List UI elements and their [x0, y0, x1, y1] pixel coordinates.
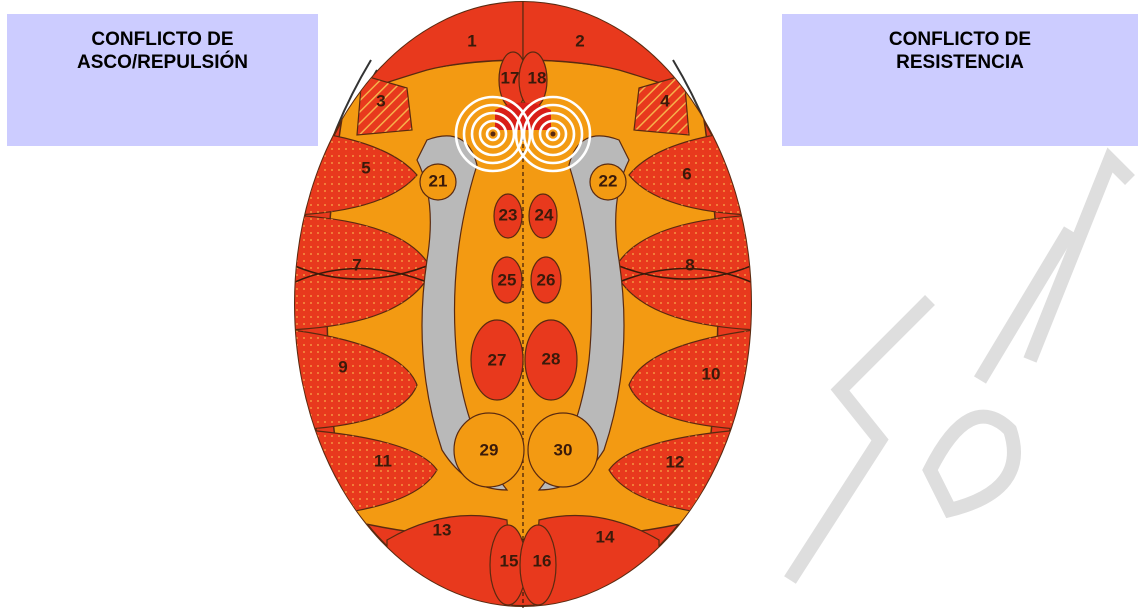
right-conflict-line1: CONFLICTO DE: [782, 28, 1138, 51]
zone-label-30: 30: [554, 440, 573, 459]
right-conflict-line2: RESISTENCIA: [782, 51, 1138, 74]
zone-label-21: 21: [429, 171, 448, 190]
zone-label-3: 3: [376, 91, 385, 110]
zone-label-29: 29: [480, 440, 499, 459]
watermark: [780, 140, 1139, 608]
right-conflict-label-box: CONFLICTO DE RESISTENCIA: [782, 14, 1138, 146]
zone-label-22: 22: [599, 171, 618, 190]
zone-label-5: 5: [361, 158, 370, 177]
zone-label-7: 7: [352, 255, 361, 274]
zone-label-26: 26: [537, 270, 556, 289]
zone-label-24: 24: [535, 205, 554, 224]
zone-label-13: 13: [433, 520, 452, 539]
zone-label-10: 10: [702, 364, 721, 383]
zone-label-9: 9: [338, 357, 347, 376]
brain-zones-diagram: 1 2 3 4 5 6 7 8 9 10 11 12 13 14 15 16 1…: [267, 0, 777, 608]
zone-label-27: 27: [488, 350, 507, 369]
zone-label-2: 2: [575, 31, 584, 50]
zone-label-12: 12: [666, 452, 685, 471]
zone-label-11: 11: [374, 451, 392, 470]
zone-label-16: 16: [533, 551, 552, 570]
zone-label-28: 28: [542, 349, 561, 368]
zone-label-23: 23: [499, 205, 518, 224]
zone-label-15: 15: [500, 551, 519, 570]
zone-label-8: 8: [685, 255, 694, 274]
zone-label-1: 1: [467, 31, 476, 50]
zone-label-6: 6: [682, 164, 691, 183]
zone-label-4: 4: [660, 91, 670, 110]
zone-label-18: 18: [528, 68, 547, 87]
zone-label-17: 17: [501, 68, 520, 87]
zone-label-25: 25: [498, 270, 517, 289]
zone-label-14: 14: [596, 527, 615, 546]
